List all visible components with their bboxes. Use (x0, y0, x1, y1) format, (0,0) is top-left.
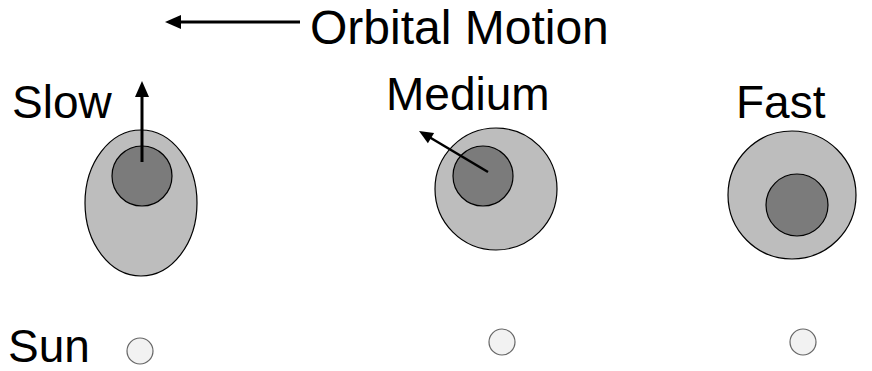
speed-label: Slow (12, 79, 112, 125)
shift-arrowhead-slow (135, 81, 149, 97)
envelope-medium (435, 128, 557, 250)
sun-circle (790, 329, 816, 355)
speed-label: Fast (736, 79, 825, 125)
shift-arrow-medium (430, 138, 488, 173)
envelope-fast (728, 131, 856, 259)
core-medium (453, 146, 513, 206)
shift-arrowhead-medium (419, 131, 434, 143)
motion-label: Orbital Motion (310, 4, 609, 52)
sun-circle (489, 329, 515, 355)
sun-label: Sun (8, 323, 90, 369)
shift-arrow-slow (141, 95, 144, 162)
sun-circle (127, 338, 153, 364)
core-fast (766, 174, 828, 236)
speed-label: Medium (386, 71, 550, 117)
orbit-arrow-line (178, 21, 300, 24)
orbit-arrow-head (165, 15, 181, 29)
